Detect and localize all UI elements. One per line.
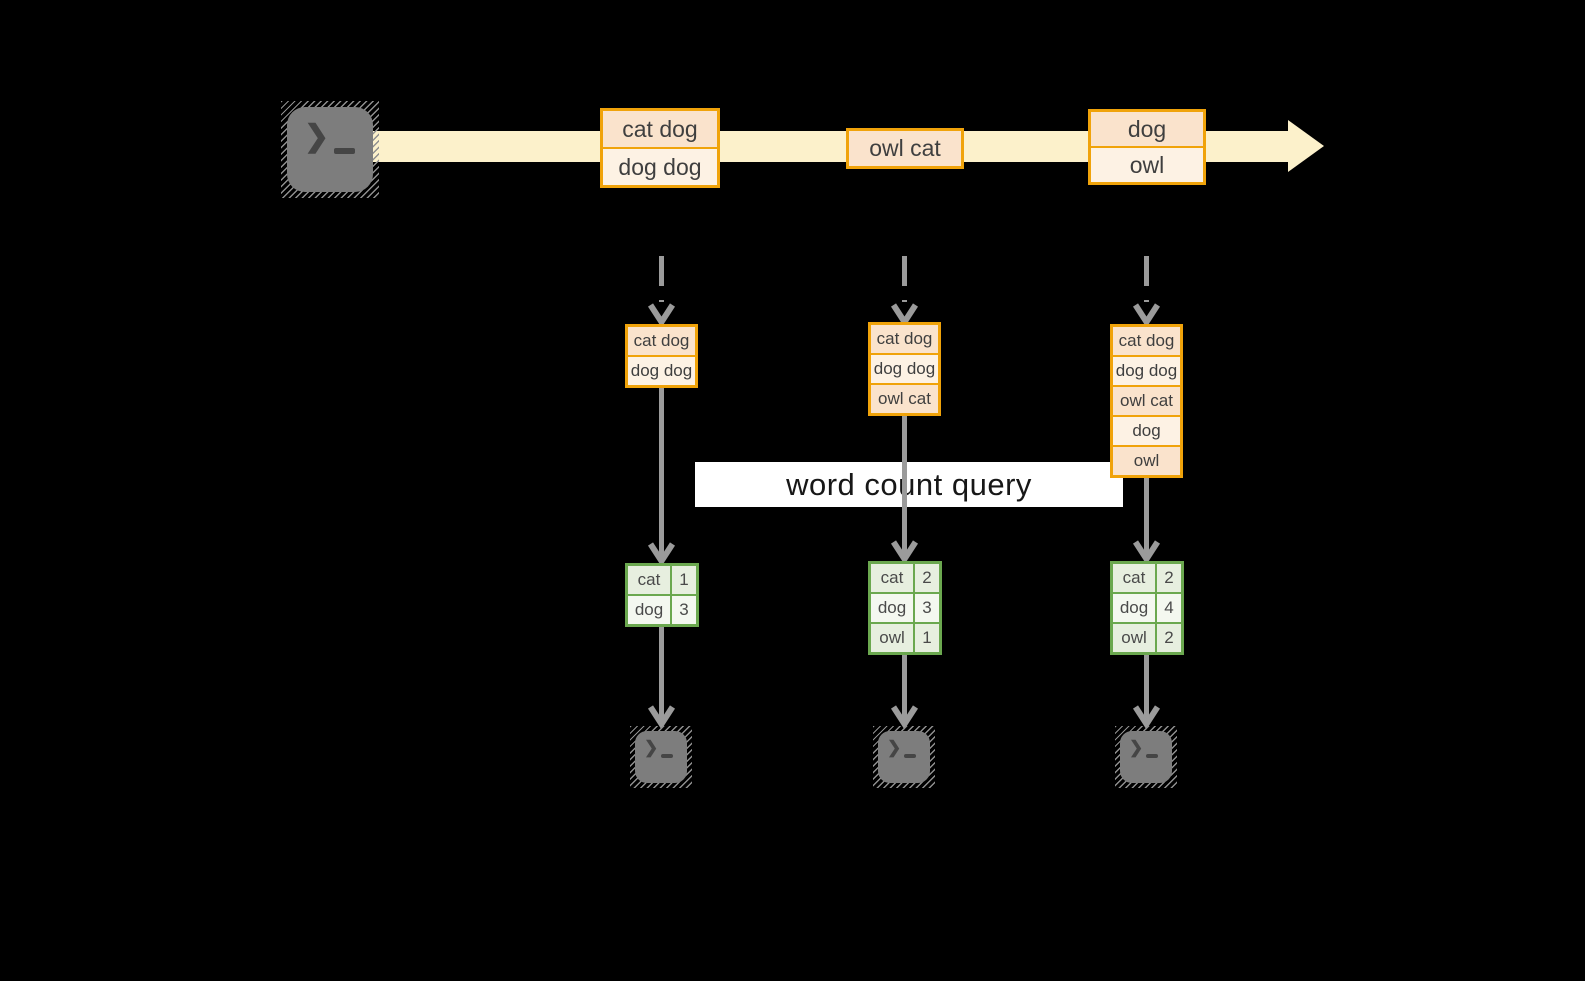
batch-item: dog dog	[603, 149, 717, 185]
query-label: word count query	[786, 466, 1032, 502]
terminal-icon: ❯	[873, 726, 935, 788]
snapshot-item: cat dog	[871, 325, 938, 353]
prompt-underscore-icon	[661, 754, 673, 758]
terminal-body: ❯	[287, 107, 373, 192]
prompt-underscore-icon	[904, 754, 916, 758]
prompt-chevron-icon: ❯	[1129, 738, 1144, 757]
snapshot-item: cat dog	[628, 327, 695, 355]
down-arrowhead-icon	[890, 303, 919, 328]
word-cell: cat	[871, 564, 913, 592]
down-arrowhead-icon	[647, 705, 676, 730]
batch-item: dog	[1091, 112, 1203, 146]
terminal-icon: ❯	[281, 101, 379, 198]
word-cell: dog	[628, 596, 670, 624]
batch-item: owl cat	[849, 131, 961, 166]
snapshot-item: dog dog	[628, 357, 695, 385]
word-count-table-3: cat 2 dog 4 owl 2	[1110, 561, 1184, 655]
snapshot-box-2: cat dog dog dog owl cat	[868, 322, 941, 416]
terminal-body: ❯	[635, 731, 687, 783]
down-arrowhead-icon	[647, 542, 676, 567]
snapshot-item: owl	[1113, 447, 1180, 475]
word-cell: owl	[1113, 624, 1155, 652]
count-cell: 4	[1157, 594, 1181, 622]
stream-arrowhead-icon	[1288, 120, 1324, 172]
word-count-table-2: cat 2 dog 3 owl 1	[868, 561, 942, 655]
snapshot-item: cat dog	[1113, 327, 1180, 355]
snapshot-box-3: cat dog dog dog owl cat dog owl	[1110, 324, 1183, 478]
snapshot-item: owl cat	[871, 385, 938, 413]
snapshot-item: dog dog	[871, 355, 938, 383]
terminal-icon: ❯	[1115, 726, 1177, 788]
count-cell: 2	[1157, 624, 1181, 652]
word-count-table-1: cat 1 dog 3	[625, 563, 699, 627]
down-arrowhead-icon	[890, 540, 919, 565]
prompt-chevron-icon: ❯	[304, 120, 330, 153]
snapshot-box-1: cat dog dog dog	[625, 324, 698, 388]
batch-item: cat dog	[603, 111, 717, 147]
down-arrowhead-icon	[1132, 540, 1161, 565]
word-cell: dog	[871, 594, 913, 622]
snapshot-item: owl cat	[1113, 387, 1180, 415]
terminal-icon: ❯	[630, 726, 692, 788]
prompt-chevron-icon: ❯	[644, 738, 659, 757]
down-arrowhead-icon	[1132, 705, 1161, 730]
count-cell: 1	[915, 624, 939, 652]
count-cell: 2	[1157, 564, 1181, 592]
prompt-chevron-icon: ❯	[887, 738, 902, 757]
count-cell: 2	[915, 564, 939, 592]
snapshot-item: dog dog	[1113, 357, 1180, 385]
prompt-underscore-icon	[334, 148, 355, 154]
query-label-band: word count query	[695, 462, 1123, 507]
word-cell: dog	[1113, 594, 1155, 622]
down-arrowhead-icon	[890, 705, 919, 730]
terminal-body: ❯	[878, 731, 930, 783]
count-cell: 3	[915, 594, 939, 622]
word-cell: owl	[871, 624, 913, 652]
count-cell: 1	[672, 566, 696, 594]
prompt-underscore-icon	[1146, 754, 1158, 758]
snapshot-item: dog	[1113, 417, 1180, 445]
stream-batch-3: dog owl	[1088, 109, 1206, 185]
terminal-body: ❯	[1120, 731, 1172, 783]
word-cell: cat	[628, 566, 670, 594]
word-cell: cat	[1113, 564, 1155, 592]
count-cell: 3	[672, 596, 696, 624]
batch-item: owl	[1091, 148, 1203, 182]
stream-batch-2: owl cat	[846, 128, 964, 169]
down-arrowhead-icon	[647, 303, 676, 328]
stream-batch-1: cat dog dog dog	[600, 108, 720, 188]
down-arrowhead-icon	[1132, 303, 1161, 328]
